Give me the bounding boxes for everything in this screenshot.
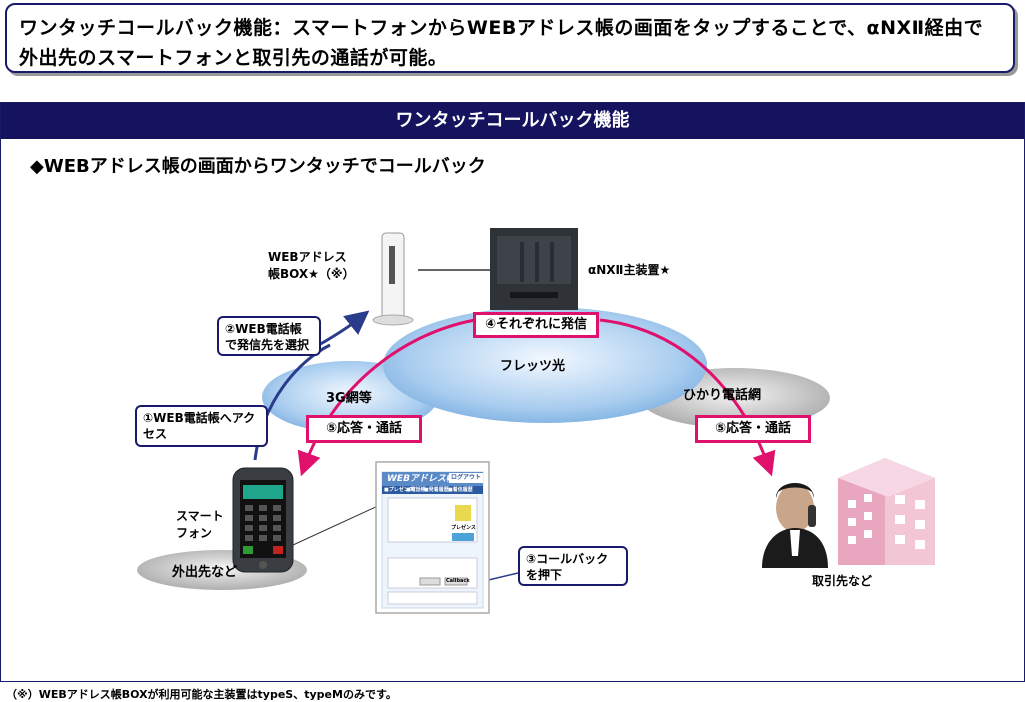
screen-tab-incoming[interactable]: ■着信履歴	[448, 487, 473, 493]
screen-callback-button[interactable]: Callback	[446, 578, 470, 584]
flets-label: フレッツ光	[500, 359, 566, 374]
headline: ワンタッチコールバック機能：スマートフォンからWEBアドレス帳の画面をタップする…	[5, 3, 1015, 73]
phone-screen-link	[292, 504, 381, 546]
step4-callout: ④それぞれに発信	[473, 312, 599, 338]
flets-cloud	[383, 307, 707, 423]
step3-callout: ③コールバックを押下	[518, 546, 628, 586]
main-unit-label: αNXⅡ主装置★	[588, 263, 671, 277]
main-unit-icon	[490, 228, 578, 310]
footnote: （※）WEBアドレス帳BOXが利用可能な主装置はtypeS、typeMのみです。	[6, 688, 397, 701]
outside-label: 外出先など	[172, 565, 238, 580]
screen-logout-button[interactable]: ログアウト	[449, 473, 484, 483]
step5-right-callout: ⑤応答・通話	[695, 415, 811, 443]
businessman-icon	[762, 483, 828, 568]
step1-callout: ①WEB電話帳へアクセス	[135, 405, 268, 447]
screen-app-title: WEBアドレス帳	[387, 474, 455, 484]
screen-tab-history[interactable]: ■発着履歴	[424, 487, 449, 493]
client-label: 取引先など	[812, 574, 873, 588]
panel-subtitle: ◆WEBアドレス帳の画面からワンタッチでコールバック	[30, 156, 486, 177]
address-book-screen	[375, 461, 490, 614]
screen-presence-label: プレゼンス	[451, 525, 476, 531]
screen-tab-presence[interactable]: ■プレゼンス	[384, 487, 414, 493]
hikari-label: ひかり電話網	[683, 388, 762, 403]
step2-callout: ②WEB電話帳で発信先を選択	[217, 316, 321, 356]
screen-tab-phonebook[interactable]: ■電話帳	[406, 487, 426, 493]
step5-left-callout: ⑤応答・通話	[306, 415, 422, 443]
smartphone-icon	[232, 467, 294, 573]
panel-title: ワンタッチコールバック機能	[1, 103, 1024, 139]
box-label: WEBアドレス帳BOX★（※）	[268, 250, 355, 281]
address-book-box-icon	[372, 232, 414, 326]
threeg-label: 3G網等	[326, 391, 372, 406]
smartphone-label: スマートフォン	[176, 509, 224, 540]
building-icon	[838, 458, 935, 565]
